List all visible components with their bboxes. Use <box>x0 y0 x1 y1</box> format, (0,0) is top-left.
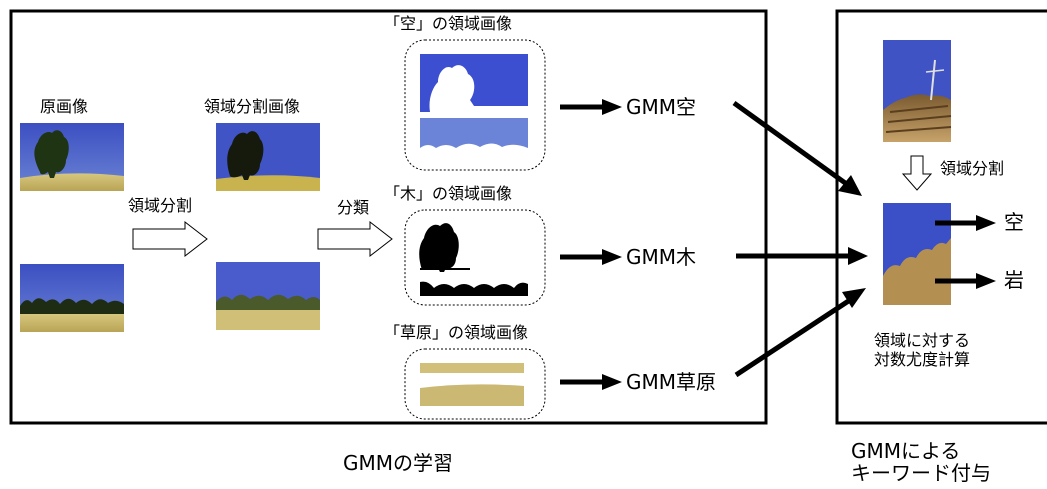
tree-region-image <box>419 223 528 296</box>
segmented-test-image <box>883 203 951 305</box>
grass-region-image <box>420 363 524 406</box>
likelihood-line1: 領域に対する <box>873 331 970 350</box>
original-image-treeline <box>20 264 124 332</box>
keyword-rock: 岩 <box>1004 268 1024 292</box>
grass-region-title: 「草原」の領域画像 <box>384 323 529 342</box>
segmented-image-label: 領域分割画像 <box>204 97 301 116</box>
arrow-gmm-grass-to-test <box>734 288 866 378</box>
gmm-grass-label: GMM草原 <box>626 370 717 394</box>
arrow-gmm-sky-to-test <box>732 100 862 196</box>
tree-region-title: 「木」の領域画像 <box>384 184 513 203</box>
keyword-panel-caption-line1: GMMによる <box>851 439 961 463</box>
gmm-tree-label: GMM木 <box>626 245 697 269</box>
classify-hollow-arrow <box>317 220 393 258</box>
keyword-panel-caption-line2: キーワード付与 <box>851 461 991 485</box>
segmented-image-tree <box>216 123 320 191</box>
keyword-sky: 空 <box>1004 210 1024 234</box>
arrow-to-gmm-sky <box>560 99 622 115</box>
keyword-panel-frame <box>835 9 1047 425</box>
test-segment-label: 領域分割 <box>940 159 1005 178</box>
sky-region-box <box>404 39 546 171</box>
segmented-image-treeline <box>216 262 320 330</box>
segment-step-label: 領域分割 <box>128 196 193 215</box>
segment-hollow-arrow <box>132 220 208 258</box>
sky-region-image <box>420 54 528 154</box>
arrow-gmm-tree-to-test <box>736 247 868 265</box>
gmm-sky-label: GMM空 <box>626 95 697 119</box>
original-image-label: 原画像 <box>40 97 89 116</box>
test-photo <box>883 40 952 142</box>
learning-panel-caption: GMMの学習 <box>343 451 454 475</box>
arrow-to-keyword-sky <box>935 215 996 231</box>
arrow-to-keyword-rock <box>935 273 996 289</box>
learning-panel-frame <box>9 9 768 425</box>
tree-region-box <box>404 209 546 306</box>
original-image-tree <box>20 123 124 191</box>
classify-step-label: 分類 <box>337 198 370 217</box>
sky-region-title: 「空」の領域画像 <box>384 14 513 33</box>
test-segment-hollow-arrow <box>901 155 933 191</box>
arrow-to-gmm-grass <box>560 374 622 390</box>
grass-region-box <box>404 348 546 420</box>
likelihood-line2: 対数尤度計算 <box>873 350 970 369</box>
arrow-to-gmm-tree <box>560 249 622 265</box>
